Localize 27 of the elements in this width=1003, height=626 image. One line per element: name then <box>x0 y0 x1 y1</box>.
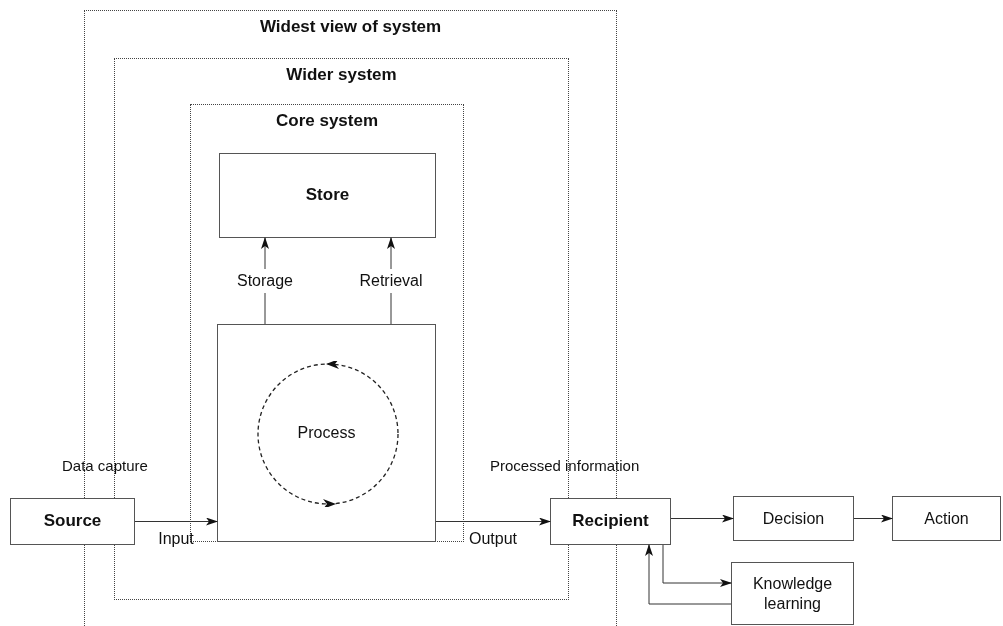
arrow <box>670 514 734 523</box>
store-box <box>219 153 436 238</box>
node-label: Store <box>305 185 350 206</box>
flow-note: Processed information <box>490 456 640 476</box>
process-box <box>217 324 436 542</box>
node-label: Source <box>43 511 102 532</box>
knowledge-box <box>731 562 854 625</box>
boundary-heading: Wider system <box>286 65 397 86</box>
arrow <box>435 517 551 526</box>
boundary-heading: Core system <box>275 111 379 132</box>
boundary-heading: Widest view of system <box>259 17 442 38</box>
node-label: Decision <box>762 508 825 529</box>
arrow <box>662 544 732 587</box>
node-label: Process <box>297 423 356 443</box>
node-label: Action <box>924 508 969 529</box>
action-box <box>892 496 1001 541</box>
node-label: Knowledge learning <box>751 574 834 613</box>
flow-note: Data capture <box>62 456 148 476</box>
recipient-box <box>550 498 671 545</box>
node-label: Recipient <box>572 511 649 532</box>
source-box <box>10 498 135 545</box>
edge-label: Input <box>157 528 195 549</box>
arrow <box>645 544 732 605</box>
arrow <box>853 514 893 523</box>
decision-box <box>733 496 854 541</box>
edge-label: Output <box>468 528 518 549</box>
arrow <box>134 517 218 526</box>
